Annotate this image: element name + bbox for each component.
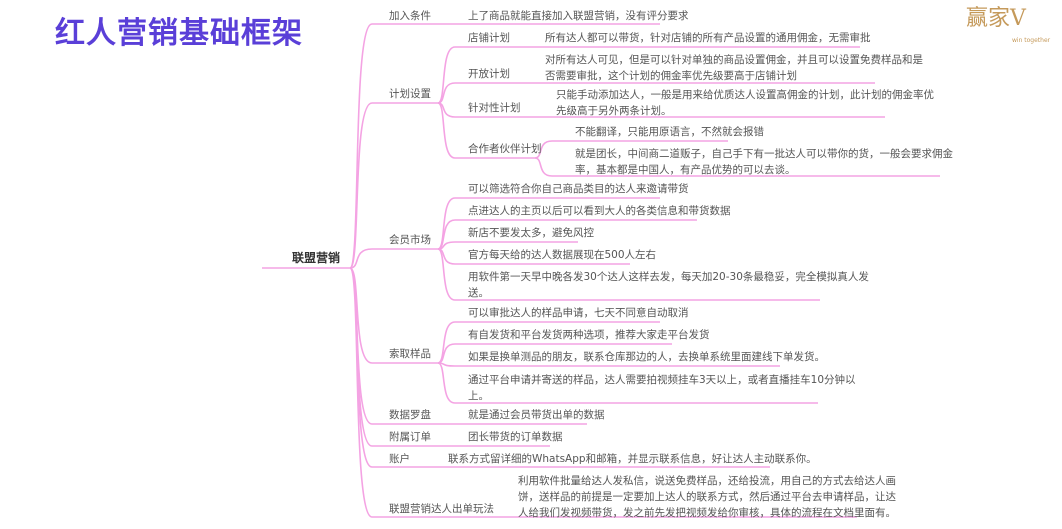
- branch-plan-settings[interactable]: 计划设置: [389, 88, 431, 100]
- leaf-node[interactable]: 有自发货和平台发货两种选项，推荐大家走平台发货: [468, 329, 710, 341]
- leaf-node[interactable]: 就是通过会员带货出单的数据: [468, 409, 605, 421]
- branch-order-tactics[interactable]: 联盟营销达人出单玩法: [389, 503, 494, 515]
- leaf-node[interactable]: 所有达人都可以带货，针对店铺的所有产品设置的通用佣金，无需审批: [545, 32, 871, 44]
- connector-line: [534, 140, 728, 159]
- leaf-node[interactable]: 用软件第一天早中晚各发30个达人这样去发，每天加20-30条最稳妥，完全模拟真人…: [468, 271, 869, 299]
- root-node[interactable]: 联盟营销: [292, 251, 341, 265]
- leaf-node[interactable]: 如果是换单测品的朋友，联系仓库那边的人，去换单系统里面建线下单发货。: [468, 351, 825, 363]
- connector-line: [437, 46, 860, 104]
- leaf-node[interactable]: 利用软件批量给达人发私信，说送免费样品，还给投流，用自己的方式去给达人画饼，送样…: [518, 475, 896, 519]
- connector-line: [437, 102, 535, 159]
- leaf-node[interactable]: 点进达人的主页以后可以看到大人的各类信息和带货数据: [468, 205, 731, 217]
- connector-line: [349, 102, 438, 269]
- brand-logo-text: 赢家V: [966, 6, 1026, 31]
- leaf-node[interactable]: 不能翻译，只能用原语言，不然就会报错: [575, 126, 764, 138]
- brand-logo-slogan: win together: [1012, 37, 1051, 44]
- branch-request-samples[interactable]: 索取样品: [389, 348, 431, 360]
- leaf-node[interactable]: 通过平台申请并寄送的样品，达人需要拍视频挂车3天以上，或者直播挂车10分钟以上。: [468, 374, 856, 402]
- connector-line: [349, 267, 857, 518]
- leaf-node[interactable]: 新店不要发太多，避免风控: [468, 227, 594, 239]
- connector-line: [437, 82, 875, 104]
- branch-affiliate-orders[interactable]: 附属订单: [389, 431, 431, 443]
- leaf-node[interactable]: 联系方式留详细的WhatsApp和邮箱，并显示联系信息，好让达人主动联系你。: [448, 453, 817, 465]
- leaf-node[interactable]: 只能手动添加达人，一般是用来给优质达人设置高佣金的计划，此计划的佣金率优先级高于…: [556, 89, 934, 117]
- leaf-node[interactable]: 官方每天给的达人数据展现在500人左右: [468, 249, 657, 261]
- sub-node-targeted-plan[interactable]: 针对性计划: [468, 102, 521, 114]
- sub-node-partner-plan[interactable]: 合作者伙伴计划: [468, 143, 542, 155]
- brand-logo: 赢家V win together: [966, 4, 1056, 52]
- connector-line: [349, 248, 438, 269]
- connector-line: [534, 157, 940, 177]
- sub-node-open-plan[interactable]: 开放计划: [468, 68, 510, 80]
- leaf-node[interactable]: 对所有达人可见，但是可以针对单独的商品设置佣金，并且可以设置免费样品和是否需要审…: [545, 54, 923, 82]
- leaf-node[interactable]: 可以筛选符合你自己商品类目的达人来邀请带货: [468, 183, 689, 195]
- page-title: 红人营销基础框架: [55, 16, 303, 51]
- sub-node-store-plan[interactable]: 店铺计划: [468, 32, 510, 44]
- branch-member-market[interactable]: 会员市场: [389, 234, 431, 246]
- branch-join-conditions[interactable]: 加入条件: [389, 10, 431, 22]
- leaf-node[interactable]: 可以审批达人的样品申请，七天不同意自动取消: [468, 307, 689, 319]
- connector-line: [437, 362, 818, 404]
- leaf-node[interactable]: 就是团长，中间商二道贩子，自己手下有一批达人可以带你的货，一般会要求佣金率，基本…: [575, 148, 953, 176]
- branch-data-compass[interactable]: 数据罗盘: [389, 409, 431, 421]
- branch-account[interactable]: 账户: [389, 453, 410, 465]
- leaf-node[interactable]: 团长带货的订单数据: [468, 431, 563, 443]
- leaf-node[interactable]: 上了商品就能直接加入联盟营销，没有评分要求: [468, 10, 689, 22]
- connector-line: [437, 248, 820, 301]
